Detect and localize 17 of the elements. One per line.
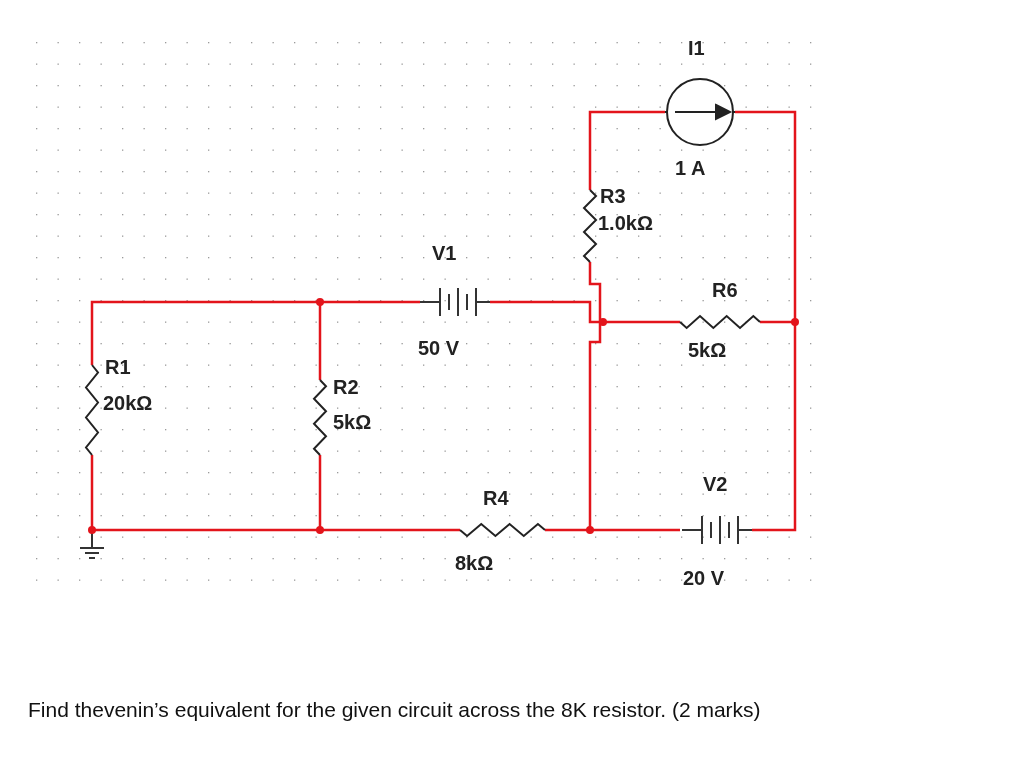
component-name: R6 <box>712 280 738 300</box>
value-label: 20 V <box>683 568 725 588</box>
value-label: 5kΩ <box>333 412 372 432</box>
value-label: 8kΩ <box>455 553 494 573</box>
component-name: R4 <box>483 488 509 508</box>
component-name: R1 <box>105 357 131 377</box>
value-label: 5kΩ <box>688 340 727 360</box>
value-label: 50 V <box>418 338 460 358</box>
value-label: 20kΩ <box>103 393 153 413</box>
component-name: I1 <box>688 38 705 58</box>
component-name: R3 <box>600 186 626 206</box>
component-name: V1 <box>432 243 457 263</box>
value-label: 1.0kΩ <box>598 213 653 233</box>
question-text: Find thevenin’s equivalent for the given circuit across the 8K resistor. (2 marks) <box>28 698 761 722</box>
value-label: 1 A <box>675 158 706 178</box>
component-name: V2 <box>703 474 728 494</box>
component-name: R2 <box>333 377 359 397</box>
